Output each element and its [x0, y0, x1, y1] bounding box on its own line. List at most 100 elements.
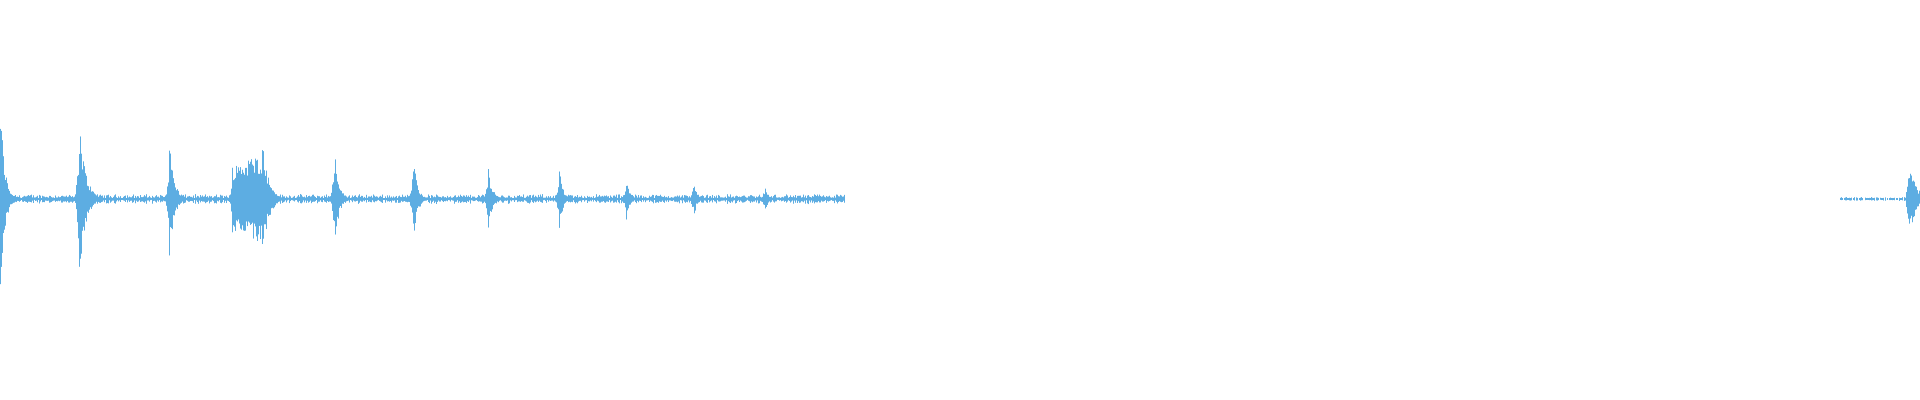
waveform-column — [155, 196, 156, 202]
waveform-column — [670, 197, 671, 201]
waveform-column — [9, 190, 10, 208]
waveform-column — [818, 196, 819, 202]
waveform-column — [1891, 198, 1892, 200]
waveform-column — [830, 197, 831, 201]
waveform-column — [778, 197, 779, 200]
waveform-column — [1889, 198, 1890, 201]
waveform-column — [662, 196, 663, 201]
waveform-column — [1880, 197, 1881, 200]
waveform-column — [806, 197, 807, 201]
waveform-column — [515, 197, 516, 201]
waveform-column — [116, 197, 117, 202]
waveform-column — [586, 198, 587, 201]
waveform-column — [694, 186, 695, 214]
waveform-column — [398, 196, 399, 203]
waveform-column — [297, 196, 298, 202]
waveform-column — [633, 196, 634, 202]
waveform-column — [180, 195, 181, 204]
waveform-column — [472, 196, 473, 201]
waveform-column — [447, 195, 448, 202]
waveform-column — [601, 196, 602, 202]
waveform-column — [45, 197, 46, 201]
waveform-column — [144, 195, 145, 203]
waveform-column — [395, 196, 396, 203]
waveform-column — [186, 197, 187, 201]
waveform-column — [429, 195, 430, 204]
waveform-column — [1899, 197, 1900, 201]
waveform-column — [386, 197, 387, 201]
waveform-column — [737, 196, 738, 202]
waveform-column — [88, 186, 89, 213]
waveform-column — [97, 194, 98, 204]
waveform-column — [650, 196, 651, 201]
waveform-column — [632, 194, 633, 202]
waveform-column — [126, 198, 127, 200]
waveform-column — [411, 190, 412, 208]
waveform-column — [127, 195, 128, 203]
waveform-column — [145, 196, 146, 202]
waveform-column — [153, 197, 154, 202]
waveform-column — [745, 196, 746, 202]
waveform-column — [464, 195, 465, 203]
waveform-column — [799, 195, 800, 203]
waveform-column — [103, 197, 104, 201]
waveform-column — [782, 196, 783, 201]
waveform-column — [1866, 198, 1867, 200]
waveform-column — [60, 197, 61, 201]
waveform-column — [674, 196, 675, 202]
waveform-column — [147, 197, 148, 201]
waveform-column — [270, 187, 271, 215]
waveform-column — [817, 194, 818, 203]
waveform-column — [731, 197, 732, 202]
waveform-column — [85, 173, 86, 219]
waveform-column — [268, 177, 269, 217]
waveform-column — [1878, 197, 1879, 201]
waveform-column — [177, 189, 178, 210]
waveform-column — [250, 161, 251, 225]
waveform-column — [494, 192, 495, 204]
waveform-column — [337, 181, 338, 217]
waveform-column — [20, 197, 21, 201]
waveform-column — [354, 195, 355, 202]
waveform-column — [718, 194, 719, 202]
waveform-column — [68, 196, 69, 203]
waveform-column — [1851, 197, 1852, 201]
waveform-column — [526, 196, 527, 202]
waveform-column — [347, 197, 348, 202]
waveform-column — [321, 196, 322, 202]
waveform-column — [1887, 198, 1888, 200]
waveform-column — [594, 198, 595, 200]
waveform-column — [1894, 197, 1895, 201]
waveform-column — [67, 197, 68, 201]
waveform-column — [444, 197, 445, 202]
waveform-column — [562, 188, 563, 212]
waveform-column — [597, 196, 598, 201]
waveform-column — [275, 194, 276, 206]
waveform-column — [400, 196, 401, 203]
waveform-column — [266, 170, 267, 230]
waveform-column — [551, 197, 552, 201]
waveform-column — [1907, 186, 1908, 214]
waveform-column — [786, 194, 787, 203]
waveform-column — [698, 194, 699, 203]
waveform-column — [1904, 197, 1905, 201]
waveform-column — [73, 197, 74, 202]
waveform-column — [296, 197, 297, 200]
waveform-column — [755, 197, 756, 201]
waveform-column — [1897, 198, 1898, 200]
waveform-column — [1874, 197, 1875, 201]
waveform-column — [449, 197, 450, 201]
waveform-column — [513, 198, 514, 201]
waveform-column — [76, 184, 77, 210]
waveform-column — [478, 194, 479, 202]
waveform-column — [358, 195, 359, 204]
waveform-column — [757, 197, 758, 201]
waveform-column — [837, 194, 838, 204]
waveform-column — [19, 195, 20, 202]
waveform-column — [729, 196, 730, 203]
waveform-column — [564, 194, 565, 204]
waveform-column — [178, 190, 179, 205]
waveform-column — [1876, 197, 1877, 201]
waveform-column — [368, 196, 369, 202]
